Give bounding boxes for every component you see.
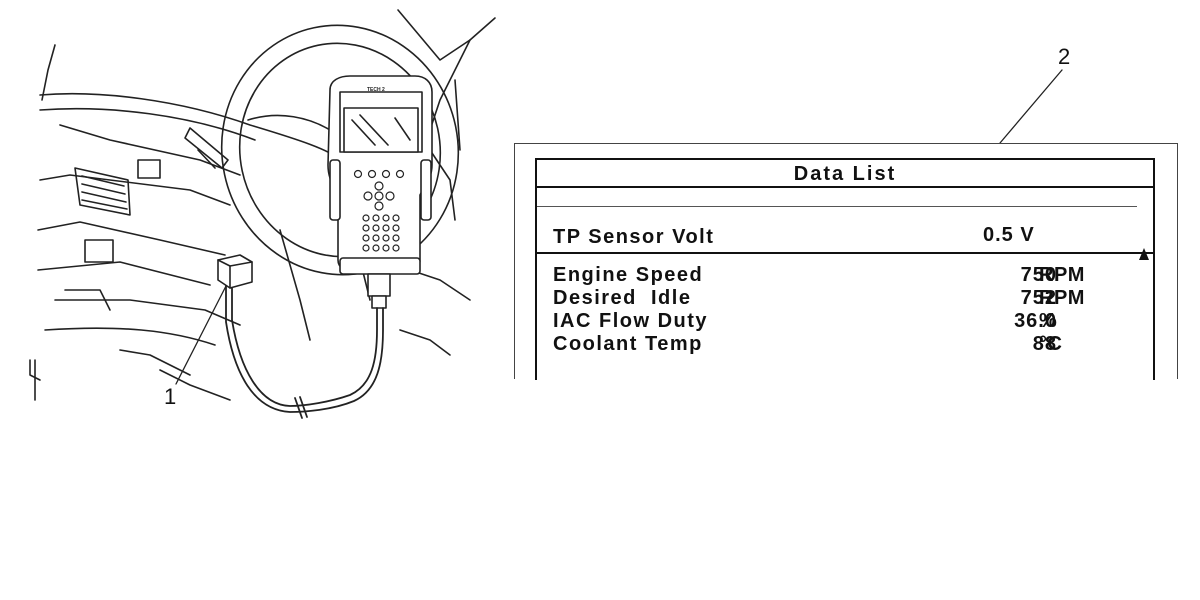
diagnostic-cable	[225, 284, 384, 419]
callout-1: 1	[164, 384, 177, 409]
tech2-scan-tool	[327, 75, 433, 275]
parameter-value: 88	[1032, 333, 1057, 355]
scroll-up-arrow-icon[interactable]	[1139, 248, 1149, 260]
parameter-label: Desired Idle	[553, 287, 692, 309]
data-link-connector	[217, 254, 253, 289]
selected-parameter-row[interactable]: TP Sensor Volt 0.5 V	[537, 220, 1153, 254]
list-item[interactable]: Engine Speed 750 RPM	[537, 264, 1153, 287]
lower-panel	[64, 239, 114, 311]
scan-tool-screen-enlarged: Data List TP Sensor Volt 0.5 V Engine Sp…	[514, 143, 1178, 380]
list-item[interactable]: Desired Idle 752 RPM	[537, 287, 1153, 310]
selected-parameter-value: 0.5 V	[983, 224, 1035, 246]
parameter-value: 36.0	[1014, 310, 1057, 332]
leader-lines	[175, 69, 1063, 385]
callout-2: 2	[1058, 44, 1071, 69]
parameter-label: Coolant Temp	[553, 333, 703, 355]
parameter-unit: RPM	[1039, 264, 1085, 286]
screen-title: Data List	[537, 160, 1153, 188]
parameter-value: 752	[1020, 287, 1057, 309]
parameter-list: Engine Speed 750 RPM Desired Idle 752 RP…	[537, 264, 1153, 356]
selected-parameter-label: TP Sensor Volt	[553, 226, 715, 248]
parameter-unit: °C	[1039, 333, 1063, 355]
keypad-buttons	[353, 169, 405, 252]
list-item[interactable]: IAC Flow Duty 36.0 %	[537, 310, 1153, 333]
parameter-label: Engine Speed	[553, 264, 704, 286]
list-item[interactable]: Coolant Temp 88 °C	[537, 333, 1153, 356]
air-vent	[74, 159, 161, 216]
divider	[537, 206, 1137, 207]
parameter-unit: %	[1039, 310, 1058, 332]
parameter-value: 750	[1020, 264, 1057, 286]
tech2-brand-label: TECH 2	[367, 87, 385, 93]
a-pillar-lines	[41, 9, 496, 131]
parameter-label: IAC Flow Duty	[553, 310, 709, 332]
screen-display: Data List TP Sensor Volt 0.5 V Engine Sp…	[535, 158, 1155, 380]
stalk-lever	[184, 127, 229, 169]
dashboard-outline	[29, 79, 471, 401]
tool-connector	[367, 273, 391, 309]
parameter-unit: RPM	[1039, 287, 1085, 309]
